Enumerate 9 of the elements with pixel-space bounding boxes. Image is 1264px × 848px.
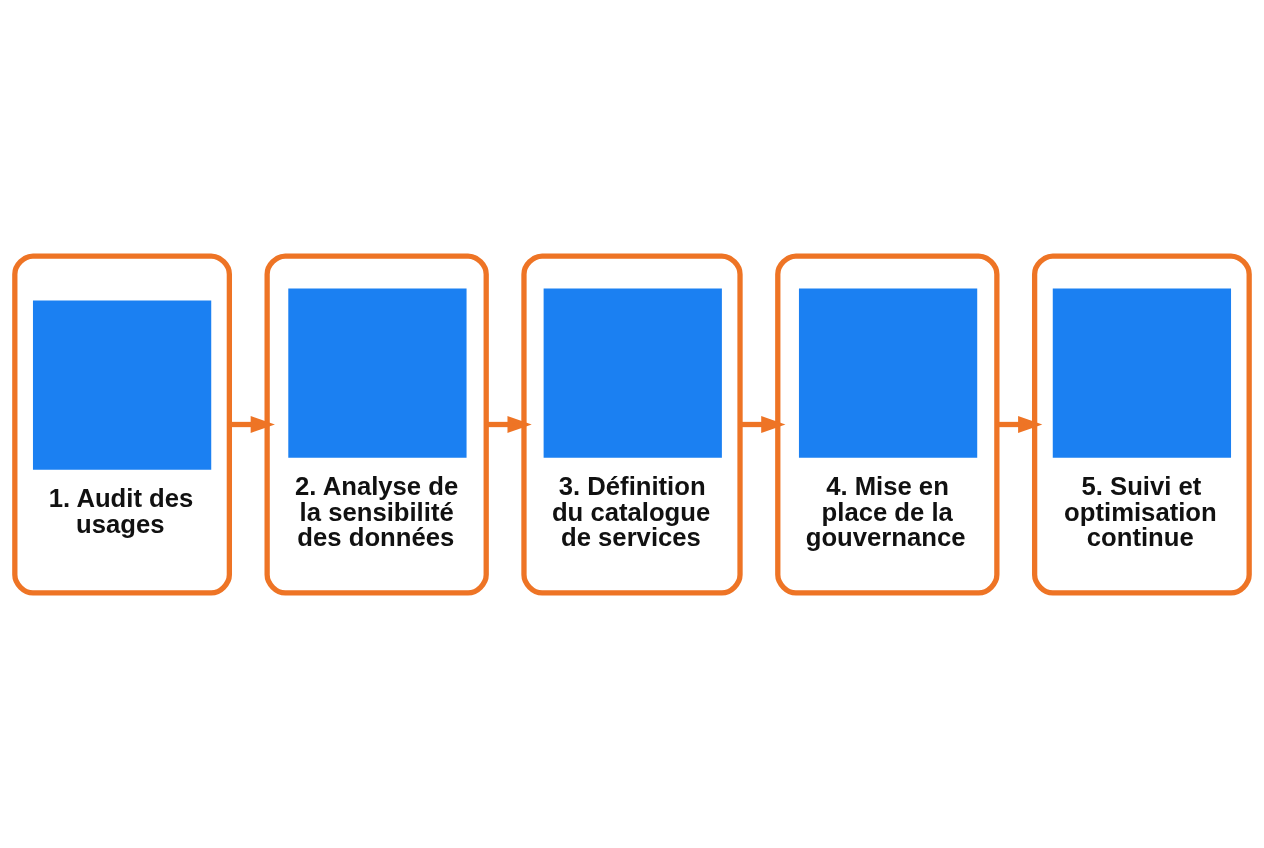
node-box: 1. Audit des usages	[12, 252, 232, 596]
arrow	[486, 415, 532, 433]
node-box: 3. Définition du catalogue de services	[521, 252, 743, 596]
arrow	[229, 415, 275, 433]
node-box: 2. Analyse de la sensibilité des données	[264, 252, 489, 596]
arrow	[740, 415, 786, 433]
node-box: 5. Suivi et optimisation continue	[1032, 252, 1252, 596]
arrow	[997, 415, 1043, 433]
node-box: 4. Mise en place de la gouvernance	[775, 252, 1000, 596]
